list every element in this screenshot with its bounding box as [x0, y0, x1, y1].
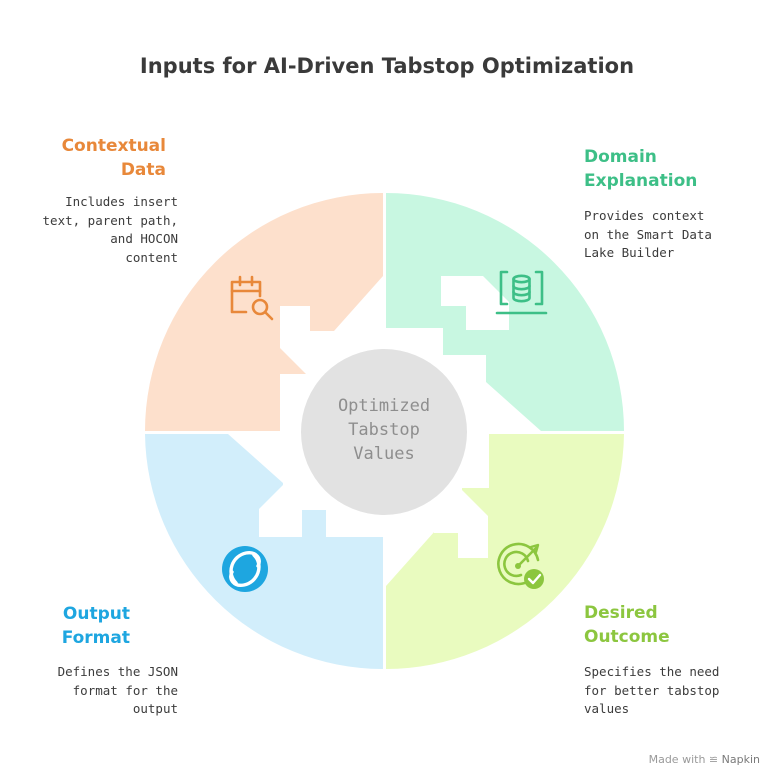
quadrant-output — [145, 434, 383, 669]
target-check-icon — [497, 542, 544, 589]
arrow-outcome — [434, 490, 488, 558]
outcome-description: Specifies the need for better tabstop va… — [584, 664, 720, 716]
loop-logo-icon — [222, 546, 268, 592]
made-with-label: Made with — [648, 753, 706, 766]
diagram-title: Inputs for AI-Driven Tabstop Optimizatio… — [139, 54, 635, 78]
contextual-heading: Contextual Data — [61, 136, 166, 180]
napkin-footer[interactable]: Made with ≌ Napkin — [649, 753, 760, 766]
domain-heading: Domain Explanation — [584, 147, 698, 191]
napkin-brand: Napkin — [721, 753, 760, 766]
hub-arrows — [259, 276, 509, 558]
arrow-domain — [441, 276, 509, 330]
quadrant-outcome — [386, 434, 624, 669]
arrow-contextual — [280, 306, 334, 374]
calendar-search-icon — [230, 275, 274, 321]
center-label: Optimized Tabstop Values — [337, 396, 431, 464]
output-heading: Output Format — [61, 604, 130, 648]
domain-description: Provides context on the Smart Data Lake … — [584, 208, 712, 260]
napkin-logo-icon: ≌ — [708, 753, 719, 766]
output-description: Defines the JSON format for the output — [57, 664, 178, 716]
database-icon — [495, 270, 548, 315]
center-circle — [301, 349, 467, 515]
contextual-description: Includes insert text, parent path, and H… — [42, 194, 178, 265]
outcome-heading: Desired Outcome — [584, 603, 670, 647]
arrow-output — [259, 483, 327, 537]
